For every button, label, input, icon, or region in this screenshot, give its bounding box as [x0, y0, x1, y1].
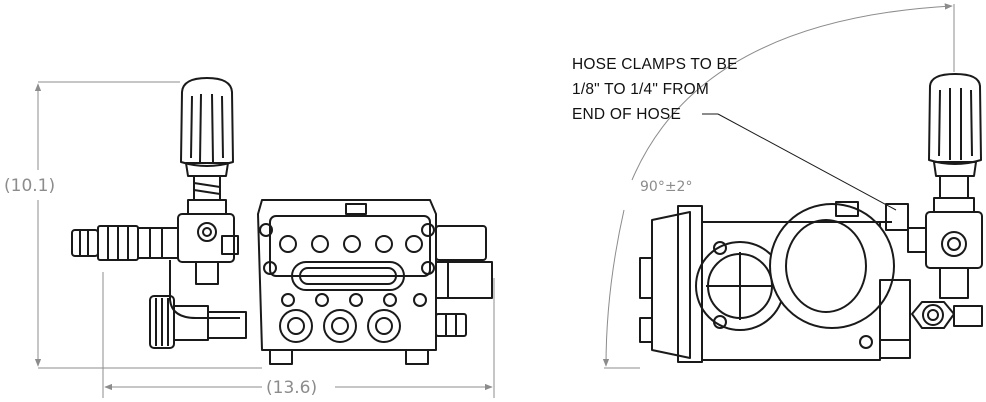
inlet-fitting — [71, 225, 179, 261]
width-label: (13.6) — [266, 378, 317, 398]
angle-label: 90°±2° — [640, 179, 692, 195]
oil-cap — [835, 201, 859, 217]
front-view — [34, 77, 495, 398]
hose-clamp — [885, 203, 909, 231]
note-line-3: END OF HOSE — [572, 106, 681, 123]
outlet-fitting-side — [879, 279, 983, 359]
angle-dimension — [602, 3, 955, 369]
side-view — [602, 3, 983, 369]
unloader-valve-side — [907, 211, 983, 299]
crankcase-ring — [769, 203, 895, 329]
pump-head — [257, 199, 437, 365]
unloader-knob — [180, 77, 234, 215]
height-label: (10.1) — [4, 176, 55, 196]
crankcase — [435, 225, 493, 337]
unloader-knob-side — [928, 73, 982, 213]
lower-cap — [149, 295, 247, 349]
bypass-pipe — [169, 260, 240, 319]
note-line-1: HOSE CLAMPS TO BE — [572, 56, 738, 73]
width-dimension — [102, 272, 495, 398]
note-leader-diagonal — [717, 113, 897, 211]
note-line-2: 1/8" TO 1/4" FROM — [572, 81, 709, 98]
unloader-valve — [177, 213, 239, 285]
height-dimension — [34, 81, 262, 369]
